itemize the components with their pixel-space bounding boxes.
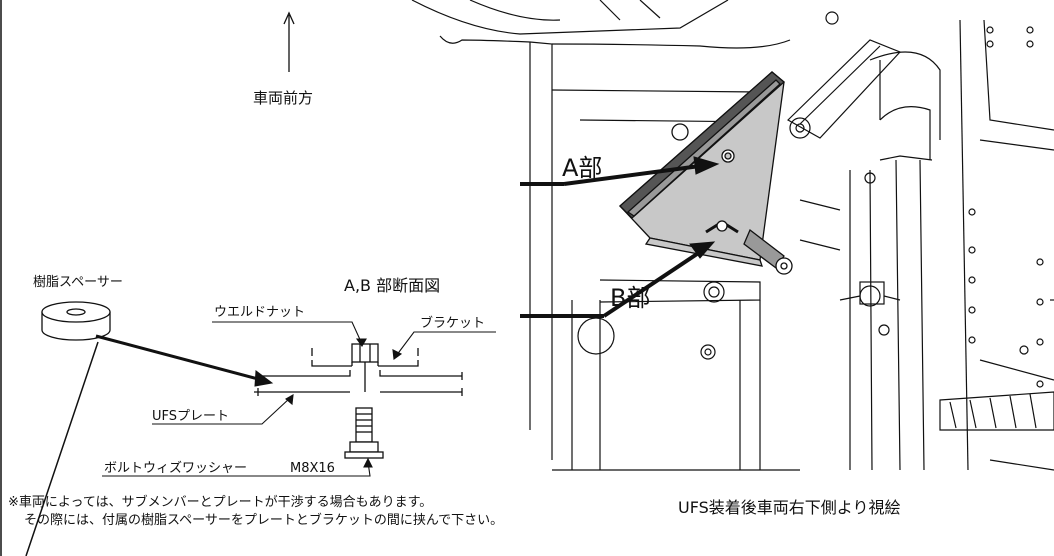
bolt-washer-label: ボルトウィズワッシャー	[104, 461, 248, 476]
weld-nut-label: ウエルドナット	[214, 305, 306, 320]
view-caption: UFS装着後車両右下側より視絵	[678, 498, 901, 517]
note-line-1: ※車両によっては、サブメンバーとプレートが干渉する場合もあります。	[8, 495, 433, 510]
part-pointers	[520, 156, 720, 318]
spacer-leader	[25, 334, 274, 556]
part-b-label: B部	[610, 284, 651, 312]
underbody-outline	[411, 0, 1054, 471]
part-a-label: A部	[562, 154, 603, 182]
section-title: A,B 部断面図	[344, 276, 441, 295]
note-line-2: その際には、付属の樹脂スペーサーをプレートとブラケットの間に挟んで下さい。	[24, 513, 504, 528]
vehicle-front-label: 車両前方	[253, 89, 314, 107]
cross-section	[254, 343, 463, 459]
bracket-label: ブラケット	[420, 316, 486, 331]
resin-spacer-label: 樹脂スペーサー	[33, 275, 123, 290]
ufs-plate-label: UFSプレート	[152, 409, 230, 424]
section-leaders	[102, 321, 496, 477]
resin-spacer-drawing	[41, 301, 111, 341]
bolt-size-label: M8X16	[290, 461, 335, 476]
front-arrow	[283, 11, 295, 72]
